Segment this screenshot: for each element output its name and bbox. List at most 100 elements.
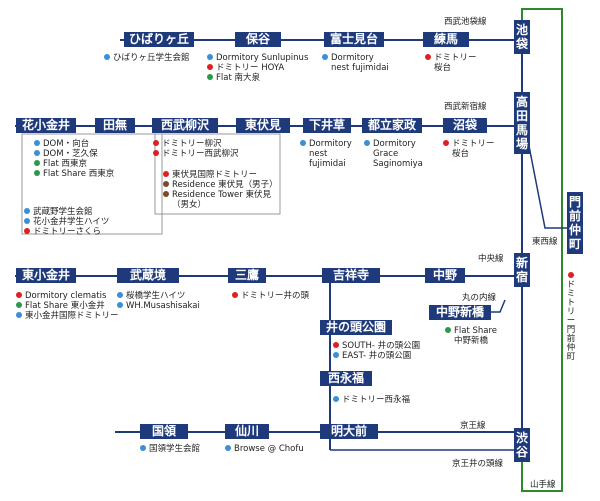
residence-item: 花小金井学生ハイツ xyxy=(24,217,109,227)
station-nakano[interactable]: 中野 xyxy=(425,268,465,283)
residence-item: DOM・芝久保 xyxy=(34,149,98,159)
red-dot-icon xyxy=(425,54,431,60)
station-shibuya[interactable]: 渋谷 xyxy=(514,428,530,462)
station-shimoigusa[interactable]: 下井草 xyxy=(303,118,351,133)
residence-name: ドミトリー HOYA xyxy=(216,63,285,73)
blue-dot-icon xyxy=(225,445,231,451)
red-dot-icon xyxy=(207,64,213,70)
blue-dot-icon xyxy=(24,208,30,214)
residence-item: Residence Tower 東伏見 xyxy=(163,190,271,200)
residence-item: DOM・向台 xyxy=(34,139,89,149)
station-takadanobaba[interactable]: 高田馬場 xyxy=(514,92,530,154)
residence-name: Browse @ Chofu xyxy=(234,444,304,454)
residence-name: WH.Musashisakai xyxy=(126,301,200,311)
residence-item: Dormitory xyxy=(300,139,352,149)
marunouchi-line-label: 丸の内線 xyxy=(462,293,497,303)
blue-dot-icon xyxy=(207,54,213,60)
station-hibarigaoka[interactable]: ひばりヶ丘 xyxy=(124,32,194,47)
residence-item: Residence 東伏見（男子） xyxy=(163,180,278,190)
residence-item: ドミトリー HOYA xyxy=(207,63,284,73)
residence-name: Flat Share 西東京 xyxy=(43,169,115,179)
station-shinjuku[interactable]: 新宿 xyxy=(514,253,530,287)
blue-dot-icon xyxy=(117,292,123,298)
red-dot-icon xyxy=(232,292,238,298)
green-dot-icon xyxy=(34,160,40,166)
green-dot-icon xyxy=(34,170,40,176)
residence-item: ドミトリー xyxy=(443,139,495,149)
residence-item: Dormitory xyxy=(364,139,416,149)
residence-name-cont: nest xyxy=(309,149,328,159)
residence-item: WH.Musashisakai xyxy=(117,301,200,311)
residence-name: ドミトリー xyxy=(452,139,495,149)
residence-name: 花小金井学生ハイツ xyxy=(33,217,110,227)
station-kichijoji[interactable]: 吉祥寺 xyxy=(322,268,380,283)
residence-name: 国領学生会館 xyxy=(149,444,201,454)
green-dot-icon xyxy=(445,327,451,333)
residence-name: Dormitory xyxy=(309,139,352,149)
station-toritsukasei[interactable]: 都立家政 xyxy=(362,118,422,133)
residence-item: ドミトリー西永福 xyxy=(333,395,410,405)
residence-item: ドミトリー門前仲町 xyxy=(566,272,576,362)
seibu-shinjuku-line-label: 西武新宿線 xyxy=(444,102,487,112)
tozai-line-label: 東西線 xyxy=(532,237,558,247)
residence-item: EAST- 井の頭公園 xyxy=(333,351,411,361)
blue-dot-icon xyxy=(16,312,22,318)
station-monzennakacho[interactable]: 門前仲町 xyxy=(567,192,583,254)
residence-item: Dormitory clematis xyxy=(16,291,106,301)
residence-item: 東伏見国際ドミトリー xyxy=(163,170,257,180)
station-tanashi[interactable]: 田無 xyxy=(95,118,135,133)
station-hoya[interactable]: 保谷 xyxy=(235,32,281,47)
residence-name: Flat Share 東小金井 xyxy=(25,301,105,311)
hanakoganei-bracket xyxy=(21,133,163,235)
residence-item: ひばりヶ丘学生会館 xyxy=(104,53,190,63)
residence-name: Residence Tower 東伏見 xyxy=(172,190,271,200)
residence-item: Dormitory Sunlupinus xyxy=(207,53,308,63)
station-higashikoganei[interactable]: 東小金井 xyxy=(16,268,76,283)
red-dot-icon xyxy=(443,140,449,146)
residence-name: ドミトリー西武柳沢 xyxy=(162,149,239,159)
blue-dot-icon xyxy=(34,140,40,146)
station-fujimidai[interactable]: 富士見台 xyxy=(324,32,384,47)
station-numabukuro[interactable]: 沼袋 xyxy=(443,118,487,133)
keio-line-label: 京王線 xyxy=(460,421,486,431)
residence-item: Flat Share 西東京 xyxy=(34,169,114,179)
residence-item: Browse @ Chofu xyxy=(225,444,304,454)
station-hanakoganei[interactable]: 花小金井 xyxy=(16,118,76,133)
blue-dot-icon xyxy=(333,396,339,402)
residence-item: ドミトリー西武柳沢 xyxy=(153,149,239,159)
residence-name: ドミトリー xyxy=(434,53,477,63)
station-mitaka[interactable]: 三鷹 xyxy=(228,268,266,283)
station-sengawa[interactable]: 仙川 xyxy=(225,424,269,439)
blue-dot-icon xyxy=(34,150,40,156)
residence-name: Flat 西東京 xyxy=(43,159,87,169)
station-higashifushimi[interactable]: 東伏見 xyxy=(236,118,290,133)
green-dot-icon xyxy=(16,302,22,308)
green-dot-icon xyxy=(207,74,213,80)
station-nakanoshinbashi[interactable]: 中野新橋 xyxy=(429,305,491,320)
residence-item: 国領学生会館 xyxy=(140,444,200,454)
blue-dot-icon xyxy=(117,302,123,308)
station-inokashirakoen[interactable]: 井の頭公園 xyxy=(320,320,392,335)
red-dot-icon xyxy=(24,228,30,234)
station-kokuryo[interactable]: 国領 xyxy=(140,424,188,439)
residence-name: EAST- 井の頭公園 xyxy=(342,351,412,361)
red-dot-icon xyxy=(163,171,169,177)
residence-name: 武蔵野学生会館 xyxy=(33,207,93,217)
residence-item: ドミトリー xyxy=(425,53,477,63)
residence-item: ドミトリーさくら xyxy=(24,227,101,237)
station-seibuyagisawa[interactable]: 西武柳沢 xyxy=(152,118,218,133)
residence-name: Dormitory xyxy=(331,53,374,63)
station-nerima[interactable]: 練馬 xyxy=(423,32,469,47)
red-dot-icon xyxy=(568,272,574,278)
residence-name: ドミトリー門前仲町 xyxy=(566,280,576,362)
station-nishieifuku[interactable]: 西永福 xyxy=(320,371,372,386)
residence-name: ドミトリー西永福 xyxy=(342,395,411,405)
residence-name-cont: 中野新橋 xyxy=(454,336,489,346)
chuo-line-label: 中央線 xyxy=(478,254,504,264)
residence-item: SOUTH- 井の頭公園 xyxy=(333,341,420,351)
residence-item: 武蔵野学生会館 xyxy=(24,207,93,217)
station-meidaimae[interactable]: 明大前 xyxy=(320,424,378,439)
blue-dot-icon xyxy=(322,54,328,60)
station-musashisakai[interactable]: 武蔵境 xyxy=(117,268,179,283)
station-ikebukuro[interactable]: 池袋 xyxy=(514,20,530,54)
